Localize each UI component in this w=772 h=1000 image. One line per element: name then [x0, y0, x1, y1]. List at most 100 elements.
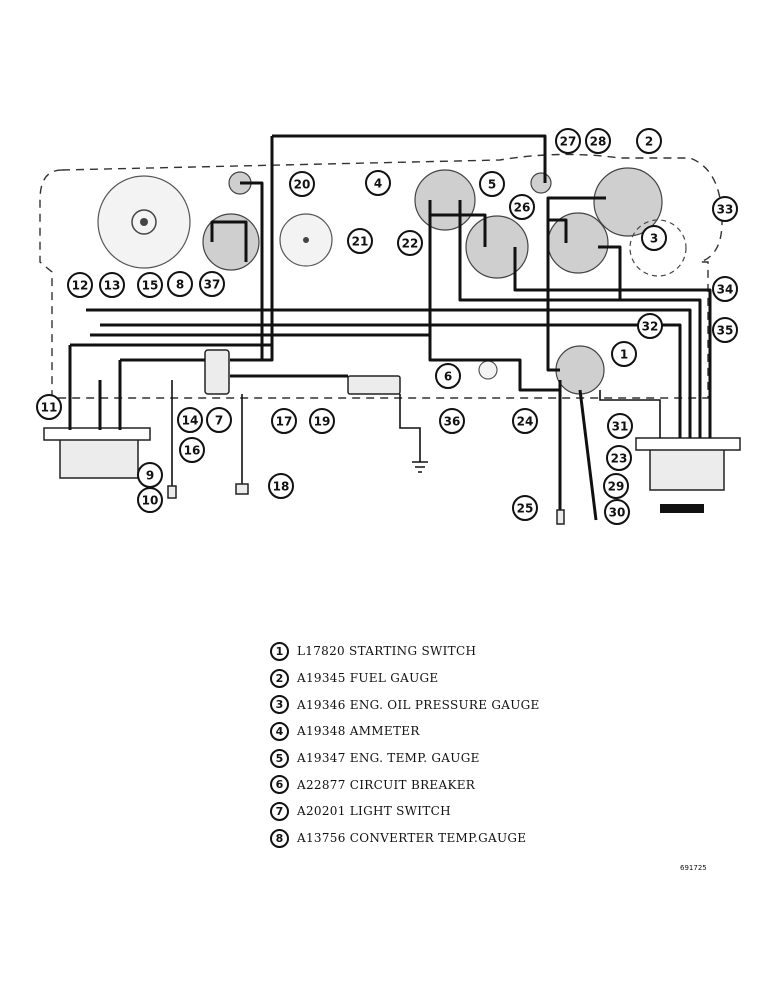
- callout-11: 11: [36, 394, 62, 420]
- drawing-reference: 691725: [680, 864, 707, 872]
- callout-35: 35: [712, 317, 738, 343]
- callout-22: 22: [397, 230, 423, 256]
- callout-label: 28: [590, 135, 607, 149]
- callout-27: 27: [555, 128, 581, 154]
- callout-label: 3: [650, 232, 658, 246]
- callout-label: 4: [374, 177, 382, 191]
- callout-31: 31: [607, 413, 633, 439]
- callout-label: 2: [645, 135, 653, 149]
- callout-24: 24: [512, 408, 538, 434]
- callout-16: 16: [179, 437, 205, 463]
- callout-label: 15: [142, 279, 159, 293]
- light-switch-body: [204, 349, 230, 395]
- legend-row: 6 A22877 CIRCUIT BREAKER: [270, 771, 600, 798]
- callout-label: 26: [514, 201, 531, 215]
- connector-25: [556, 509, 565, 525]
- callout-10: 10: [137, 487, 163, 513]
- connector-10: [167, 485, 177, 499]
- callout-32: 32: [637, 313, 663, 339]
- callout-label: 20: [294, 178, 311, 192]
- legend-number: 6: [270, 775, 289, 795]
- parts-legend: 1 L17820 STARTING SWITCH 2 A19345 FUEL GAUG…: [270, 638, 600, 852]
- legend-number: 8: [270, 828, 289, 848]
- callout-label: 31: [612, 420, 629, 434]
- callout-label: 16: [184, 444, 201, 458]
- callout-label: 30: [609, 506, 626, 520]
- callout-label: 17: [276, 415, 293, 429]
- legend-number: 1: [270, 641, 289, 661]
- callout-8: 8: [167, 271, 193, 297]
- callout-13: 13: [99, 272, 125, 298]
- legend-row: 2 A19345 FUEL GAUGE: [270, 665, 600, 692]
- legend-row: 4 A19348 AMMETER: [270, 718, 600, 745]
- callout-label: 24: [517, 415, 534, 429]
- callout-29: 29: [603, 473, 629, 499]
- callout-label: 29: [608, 480, 625, 494]
- callout-label: 23: [611, 452, 628, 466]
- starting-switch: [555, 345, 605, 395]
- callout-label: 7: [215, 414, 223, 428]
- legend-number: 2: [270, 668, 289, 688]
- callout-label: 9: [146, 469, 154, 483]
- callout-label: 5: [488, 178, 496, 192]
- callout-label: 22: [402, 237, 419, 251]
- callout-4: 4: [365, 170, 391, 196]
- legend-description: A13756 CONVERTER TEMP.GAUGE: [297, 831, 527, 846]
- ammeter-gauge: [414, 169, 476, 231]
- callout-2: 2: [636, 128, 662, 154]
- callout-14: 14: [177, 407, 203, 433]
- callout-6: 6: [435, 363, 461, 389]
- callout-21: 21: [347, 228, 373, 254]
- callout-label: 35: [717, 324, 734, 338]
- callout-1: 1: [611, 341, 637, 367]
- legend-description: A19345 FUEL GAUGE: [297, 671, 439, 686]
- callout-label: 6: [444, 370, 452, 384]
- legend-description: A20201 LIGHT SWITCH: [297, 804, 451, 819]
- wiring-harness: [68, 134, 712, 521]
- connector-18: [235, 483, 249, 495]
- legend-description: L17820 STARTING SWITCH: [297, 644, 477, 659]
- instrument-panel-outline: [39, 153, 723, 399]
- dash-light: [530, 172, 552, 194]
- callout-label: 11: [41, 401, 58, 415]
- callout-label: 10: [142, 494, 159, 508]
- callout-label: 25: [517, 502, 534, 516]
- legend-row: 7 A20201 LIGHT SWITCH: [270, 798, 600, 825]
- right-junction-block: [635, 437, 741, 491]
- legend-number: 5: [270, 748, 289, 768]
- legend-description: A19348 AMMETER: [297, 724, 420, 739]
- callout-30: 30: [604, 499, 630, 525]
- callout-26: 26: [509, 194, 535, 220]
- callout-label: 14: [182, 414, 199, 428]
- callout-label: 36: [444, 415, 461, 429]
- callout-label: 8: [176, 278, 184, 292]
- callout-33: 33: [712, 196, 738, 222]
- callout-25: 25: [512, 495, 538, 521]
- callout-15: 15: [137, 272, 163, 298]
- callout-17: 17: [271, 408, 297, 434]
- dial-blank: [279, 213, 333, 267]
- callout-label: 33: [717, 203, 734, 217]
- legend-description: A22877 CIRCUIT BREAKER: [297, 777, 476, 792]
- callout-28: 28: [585, 128, 611, 154]
- legend-description: A19346 ENG. OIL PRESSURE GAUGE: [297, 697, 540, 712]
- legend-number: 4: [270, 721, 289, 741]
- oil-pressure-gauge: [547, 212, 609, 274]
- left-junction-block: [43, 427, 151, 479]
- callout-label: 18: [273, 480, 290, 494]
- legend-number: 7: [270, 801, 289, 821]
- callout-label: 12: [72, 279, 89, 293]
- callout-label: 32: [642, 320, 659, 334]
- legend-row: 1 L17820 STARTING SWITCH: [270, 638, 600, 665]
- speedometer-dial: [97, 175, 191, 269]
- ground-plate: [660, 504, 704, 513]
- circuit-breaker-body: [347, 375, 401, 395]
- eng-temp-gauge: [465, 215, 529, 279]
- spare-gauge-outline: [629, 219, 687, 277]
- callout-34: 34: [712, 276, 738, 302]
- callout-36: 36: [439, 408, 465, 434]
- callout-19: 19: [309, 408, 335, 434]
